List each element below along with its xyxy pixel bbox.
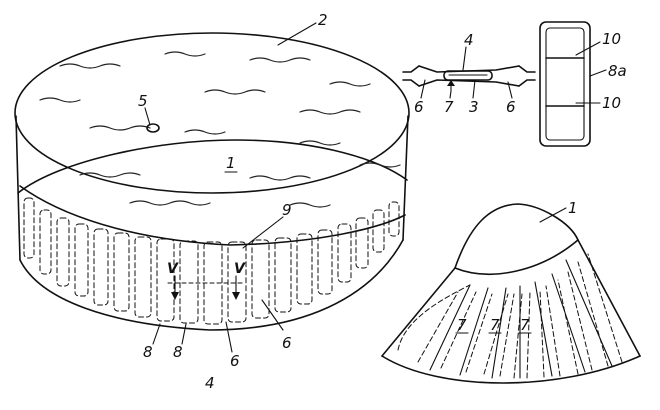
- fan-panels: [397, 253, 623, 379]
- fan-right-edge: [577, 239, 641, 357]
- label-5: 5: [138, 92, 148, 110]
- fd-label-7-c: 7: [520, 316, 530, 334]
- wall-band-top: [19, 185, 406, 246]
- pool-wall-left: [15, 115, 21, 261]
- leader-sd-6b: [507, 81, 513, 99]
- leaders: [144, 22, 317, 353]
- fan-detail: 1 7 7 7: [381, 199, 641, 384]
- sd-label-7: 7: [444, 98, 454, 116]
- section-arrow-head: [447, 80, 455, 86]
- sd-label-6-left: 6: [414, 98, 424, 116]
- pool-rim-ellipse: [14, 32, 410, 194]
- water-waves: [39, 51, 401, 208]
- leader-sd-4: [462, 46, 467, 71]
- panel-inner: [545, 27, 585, 141]
- fd-label-1: 1: [568, 199, 578, 217]
- section-cut: [167, 275, 243, 300]
- section-envelope: [418, 65, 520, 87]
- panel-detail: 10 8a 10: [539, 21, 627, 147]
- leader-8a: [589, 69, 607, 77]
- label-8-b: 8: [173, 343, 183, 361]
- leader-10-top: [575, 41, 601, 56]
- pd-label-8a: 8a: [608, 62, 627, 80]
- label-section-left: V: [167, 261, 179, 277]
- outlet-icon: [146, 123, 160, 133]
- leader-fan-1: [539, 207, 567, 223]
- fd-label-7-b: 7: [490, 316, 500, 334]
- fd-label-7-a: 7: [457, 316, 467, 334]
- panel-outer: [539, 21, 591, 147]
- label-6-a: 6: [230, 352, 240, 370]
- pool-figure: 2 5 1 9 V V 8 8 6 6 4: [14, 11, 410, 392]
- label-2: 2: [318, 11, 328, 29]
- label-section-right: V: [234, 261, 246, 277]
- pool-wall-right: [402, 115, 409, 241]
- leader-sd-7: [449, 90, 452, 99]
- fan-top-sheet-bottom: [454, 239, 579, 275]
- pool-bottom-edge: [19, 239, 404, 331]
- sd-label-4: 4: [464, 31, 474, 49]
- pd-label-10-bottom: 10: [602, 94, 621, 112]
- fan-top-sheet: [454, 203, 579, 269]
- leader-sd-6a: [420, 79, 426, 99]
- pd-label-10-top: 10: [602, 30, 621, 48]
- section-detail: 4 6 7 3 6: [402, 31, 536, 116]
- label-8-a: 8: [143, 343, 153, 361]
- label-9: 9: [282, 201, 292, 219]
- fan-outer-arc: [381, 355, 641, 384]
- section-core: [443, 70, 493, 81]
- sd-label-3: 3: [469, 98, 479, 116]
- leader-sd-3: [472, 79, 476, 99]
- label-1-water: 1: [226, 154, 236, 172]
- label-4-bottom: 4: [205, 374, 215, 392]
- label-6-b: 6: [282, 334, 292, 352]
- sd-label-6-right: 6: [506, 98, 516, 116]
- fan-left-edge: [381, 267, 456, 357]
- hook-left: [402, 65, 420, 87]
- hook-right: [518, 65, 536, 87]
- water-surface-front: [17, 139, 408, 194]
